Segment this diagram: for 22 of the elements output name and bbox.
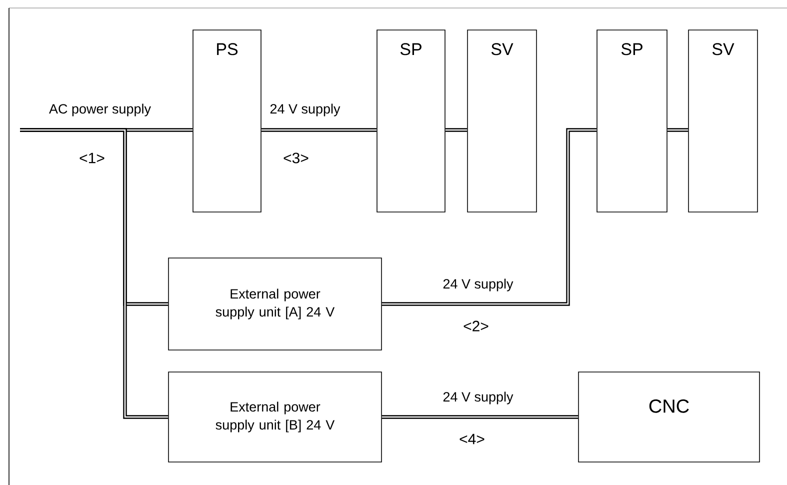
edge-label: AC power supply <box>48 102 152 118</box>
cable <box>667 128 688 132</box>
edge-label: 24 V supply <box>442 278 514 292</box>
power-supply-box: External power supply unit [A] 24 V <box>168 258 382 350</box>
cable-number: <4> <box>460 434 484 444</box>
unit-box: SP <box>376 30 446 212</box>
cable <box>382 415 578 419</box>
cable <box>445 128 468 132</box>
edge-label: 24 V supply <box>268 102 342 118</box>
unit-box: CNC <box>578 372 760 462</box>
unit-box: PS <box>192 30 262 212</box>
unit-box: SP <box>596 30 668 212</box>
unit-box: SV <box>467 30 537 212</box>
cable-number: <1> <box>80 152 104 164</box>
edge-label: 24 V supply <box>442 390 514 406</box>
unit-box: SV <box>688 30 758 212</box>
cable <box>20 128 168 419</box>
power-supply-box: External power supply unit [B] 24 V <box>168 372 382 462</box>
cable <box>382 128 597 306</box>
cable <box>261 128 377 132</box>
cable-number: <3> <box>284 152 308 164</box>
cable-number: <2> <box>464 320 488 332</box>
